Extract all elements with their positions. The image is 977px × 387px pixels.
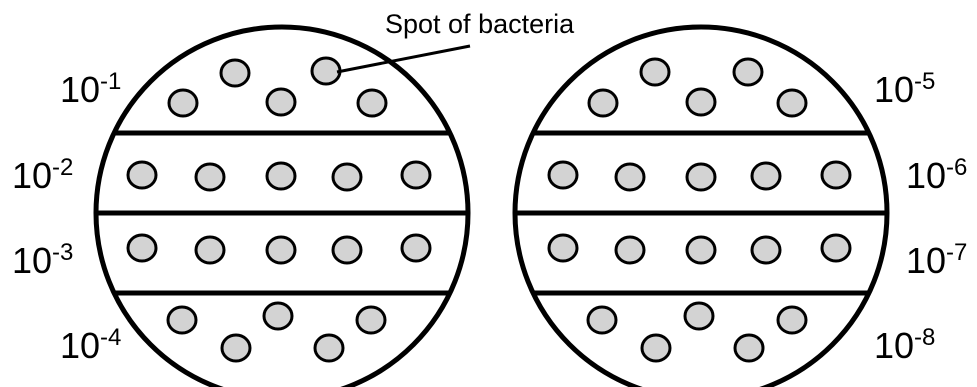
bacteria-spot	[778, 307, 806, 333]
callout-label: Spot of bacteria	[385, 9, 575, 39]
bacteria-spot	[315, 335, 343, 361]
bacteria-spot	[196, 237, 224, 263]
bacteria-spot	[169, 90, 197, 116]
bacteria-spot	[222, 335, 250, 361]
bacteria-spot	[752, 163, 780, 189]
bacteria-spot	[642, 335, 670, 361]
bacteria-spot	[221, 60, 249, 86]
bacteria-spot	[588, 307, 616, 333]
bacteria-spot	[822, 162, 850, 188]
bacteria-spot	[267, 163, 295, 189]
bacteria-spot	[687, 89, 715, 115]
dilution-label-6: 10-6	[906, 154, 967, 196]
bacteria-spot	[128, 235, 156, 261]
bacteria-spot	[402, 162, 430, 188]
bacteria-spot	[734, 59, 762, 85]
bacteria-spot	[267, 237, 295, 263]
bacteria-spot	[589, 90, 617, 116]
bacteria-spot	[128, 162, 156, 188]
bacteria-spot	[264, 303, 292, 329]
bacteria-spot	[357, 307, 385, 333]
bacteria-spot	[549, 235, 577, 261]
bacteria-spot	[549, 162, 577, 188]
bacteria-spot	[822, 235, 850, 261]
dilution-label-4: 10-4	[60, 324, 121, 366]
dilution-label-5: 10-5	[874, 68, 935, 110]
bacteria-spot	[168, 307, 196, 333]
bacteria-spot	[616, 164, 644, 190]
bacteria-spot	[196, 164, 224, 190]
bacteria-spot	[778, 90, 806, 116]
bacteria-spot	[402, 235, 430, 261]
dilution-label-7: 10-7	[906, 239, 967, 281]
bacteria-spot	[685, 303, 713, 329]
bacteria-spot	[358, 90, 386, 116]
bacteria-spot	[752, 237, 780, 263]
plate-left-outline	[96, 27, 468, 387]
plate-right	[510, 27, 900, 387]
bacteria-spot	[267, 89, 295, 115]
dilution-label-1: 10-1	[60, 68, 121, 110]
bacteria-spot	[641, 59, 669, 85]
bacteria-spot	[333, 164, 361, 190]
bacteria-spot	[687, 164, 715, 190]
bacteria-spot	[735, 335, 763, 361]
bacteria-spot	[333, 237, 361, 263]
bacteria-spot	[616, 237, 644, 263]
dilution-label-3: 10-3	[12, 239, 73, 281]
plate-left	[90, 27, 480, 387]
plate-right-outline	[515, 27, 887, 387]
dilution-label-2: 10-2	[12, 154, 73, 196]
bacteria-spot	[312, 58, 340, 84]
dilution-label-8: 10-8	[874, 324, 935, 366]
bacteria-spot	[687, 237, 715, 263]
